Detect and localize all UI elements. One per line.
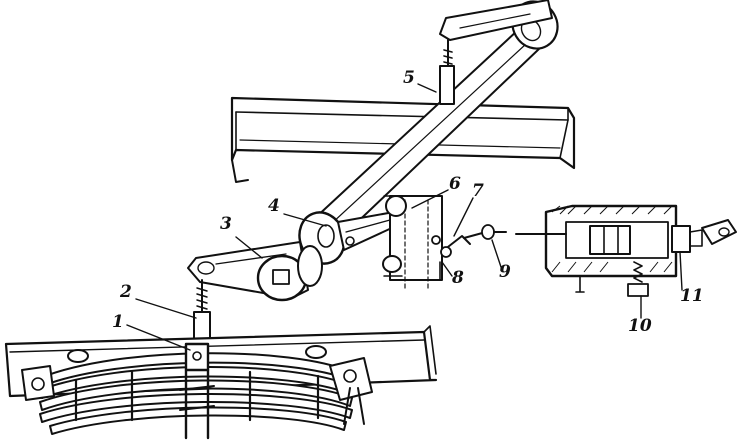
air-cylinder [515,204,737,297]
upper-lever [439,0,553,105]
label-9: 9 [499,262,511,282]
leader-lines [126,83,683,351]
label-6: 6 [449,174,461,194]
control-valve [382,195,507,291]
label-8: 8 [452,268,464,288]
spring-brackets [21,357,373,425]
label-11: 11 [680,286,704,306]
label-7: 7 [472,181,484,201]
leaf-spring [39,342,353,440]
label-10: 10 [628,316,652,336]
label-4: 4 [268,196,280,216]
label-2: 2 [120,282,132,302]
label-3: 3 [220,214,232,234]
lower-lever [187,241,323,302]
label-1: 1 [112,312,124,332]
label-5: 5 [403,68,415,88]
